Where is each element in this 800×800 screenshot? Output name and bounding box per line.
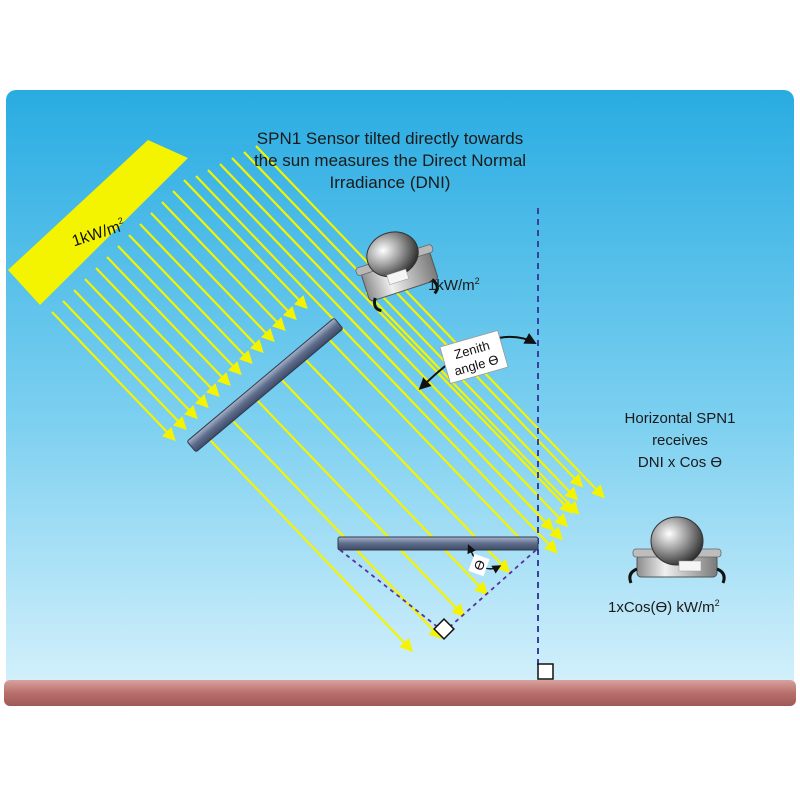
sun-ray [195, 175, 558, 554]
horizontal-line-3: DNI x Cos ϴ [637, 454, 723, 471]
sun-ray [219, 163, 569, 528]
theta-label: ϴ [468, 553, 490, 577]
sun-ray [62, 300, 187, 431]
sun-ray [231, 157, 574, 514]
sun-ray [207, 169, 563, 541]
sun-ray [95, 267, 220, 398]
tilted-sensor-value: 1kW/m2 [428, 276, 480, 294]
sun-ray [139, 223, 264, 354]
horizontal-line-1: Horizontal SPN1 [624, 410, 736, 427]
sun-ray [51, 311, 176, 442]
svg-text:ϴ: ϴ [471, 558, 489, 573]
diagram-title: SPN1 Sensor tilted directly towards the … [200, 128, 580, 194]
horizontal-sensor-panel [337, 536, 539, 551]
horizontal-line-2: receives [652, 432, 708, 449]
horizontal-explanation: Horizontal SPN1 receives DNI x Cos ϴ [590, 408, 770, 474]
sun-ray [255, 145, 584, 488]
sun-ray [365, 291, 580, 515]
spn1-sensor-icon [355, 231, 439, 313]
sun-ray [117, 245, 242, 376]
zenith-label-box: Zenith angle ϴ [439, 329, 509, 385]
sun-ray [150, 212, 275, 343]
sun-ray [84, 278, 209, 409]
title-line-1: SPN1 Sensor tilted directly towards [256, 129, 524, 148]
projection-triangle [339, 549, 537, 640]
title-line-2: the sun measures the Direct Normal [253, 151, 527, 170]
sun-ray [161, 201, 286, 332]
horizontal-sensor-value: 1xCos(ϴ) kW/m2 [608, 598, 720, 616]
title-line-3: Irradiance (DNI) [329, 173, 451, 192]
sun-irradiance-band [8, 140, 188, 305]
sun-ray [106, 256, 231, 387]
spn1-sensor-icon-horizontal [628, 516, 726, 584]
sun-ray [128, 234, 253, 365]
sun-ray [243, 151, 579, 501]
sun-ray [209, 439, 414, 652]
tilted-sensor-panel [187, 318, 343, 452]
right-angle-marker [537, 663, 554, 680]
sun-ray [299, 353, 511, 574]
ground [4, 680, 796, 706]
sun-ray [183, 179, 308, 310]
sun-ray [277, 375, 489, 596]
sun-ray [172, 190, 297, 321]
sun-ray [321, 331, 533, 552]
sun-ray [254, 397, 466, 618]
sun-ray [73, 289, 198, 420]
sky-background [6, 90, 794, 694]
